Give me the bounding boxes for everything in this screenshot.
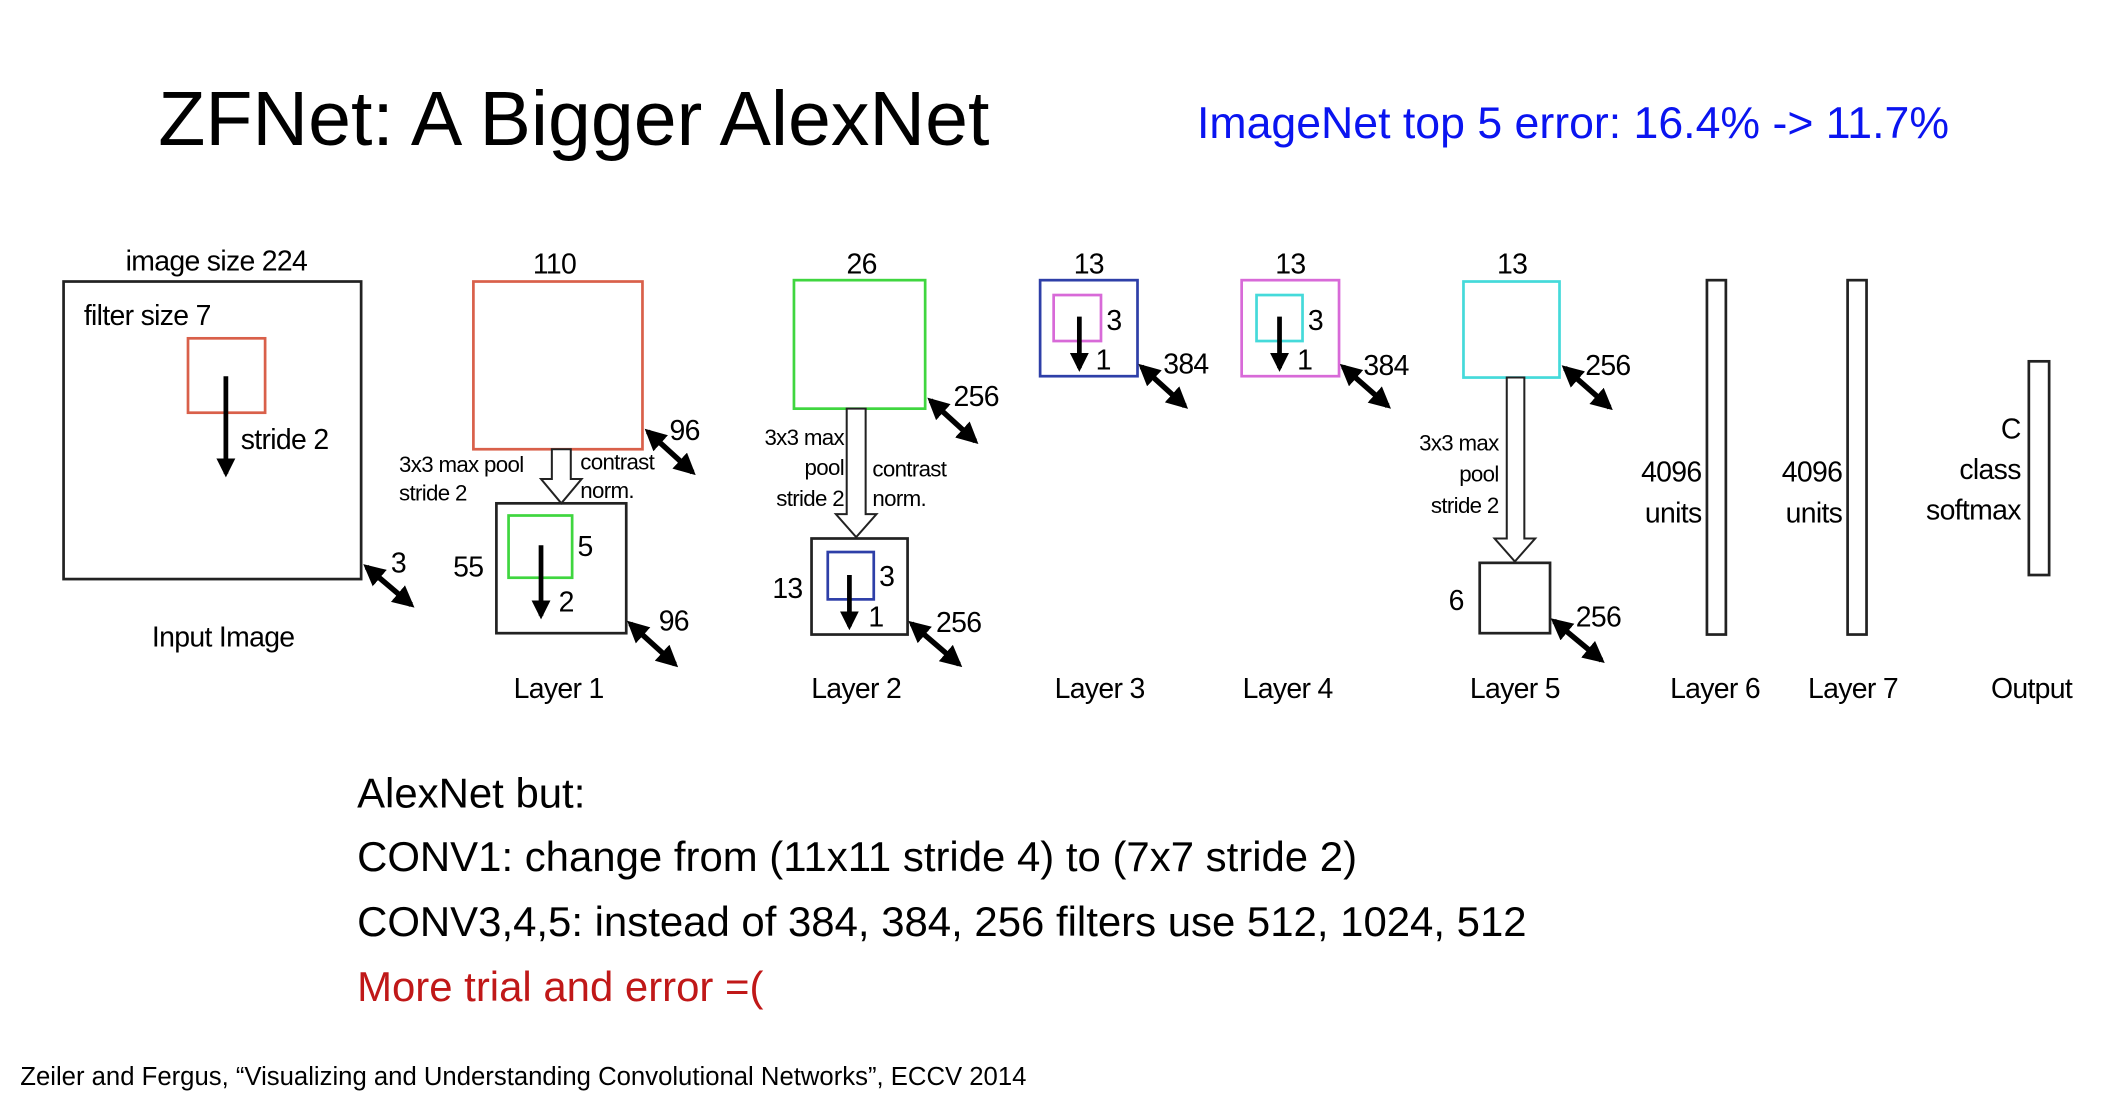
- layer3-label: Layer 3: [1055, 673, 1145, 705]
- error-stat: ImageNet top 5 error: 16.4% -> 11.7%: [1197, 99, 1949, 148]
- layer6-block: 4096 units Layer 6: [1641, 278, 1761, 705]
- output-softmax-label: softmax: [1926, 495, 2021, 527]
- input-volume: [62, 280, 363, 581]
- layer4-block: 13 3 1 384 Layer 4: [1240, 248, 1409, 705]
- layer1-block: 110 3x3 max pool stride 2 contrast norm.…: [399, 248, 700, 705]
- depth-arrow-icon: [644, 428, 696, 476]
- pool-label: pool: [1459, 462, 1498, 487]
- layer7-fc-bar: [1846, 278, 1868, 636]
- layer6-units: 4096: [1641, 457, 1701, 489]
- layer3-depth: 384: [1163, 348, 1208, 380]
- pool-arrow-icon: [1492, 376, 1538, 564]
- pooled-size: 6: [1449, 585, 1464, 617]
- pool-arrow-icon: [833, 407, 879, 539]
- output-bar: [2027, 359, 2051, 577]
- pool-label: 3x3 max pool: [399, 452, 524, 477]
- norm-label: contrast: [872, 456, 947, 481]
- stride-value: 1: [868, 601, 883, 633]
- layer4-volume: [1240, 278, 1341, 378]
- depth-arrow-icon: [1339, 363, 1391, 409]
- layer7-units: 4096: [1782, 457, 1842, 489]
- filter-size: 3: [879, 561, 894, 593]
- layer6-units-label: units: [1645, 497, 1702, 529]
- layer7-units-label: units: [1786, 497, 1843, 529]
- bullet-line: CONV1: change from (11x11 stride 4) to (…: [357, 833, 1357, 880]
- depth-arrow-icon: [363, 564, 415, 608]
- layer2-label: Layer 2: [811, 673, 901, 705]
- stride-label: stride 2: [241, 424, 329, 456]
- bullet-line: AlexNet but:: [357, 770, 585, 817]
- pool-label: stride 2: [399, 481, 467, 506]
- pooled-depth: 256: [1576, 601, 1621, 633]
- pool-label: stride 2: [1431, 493, 1499, 518]
- layer2-volume: [792, 278, 927, 411]
- pool-label: 3x3 max: [764, 425, 844, 450]
- pool-label: pool: [805, 455, 844, 480]
- depth-arrow-icon: [1138, 363, 1189, 409]
- stride-value: 1: [1096, 344, 1111, 376]
- depth-arrow-icon: [1561, 365, 1613, 411]
- input-image-block: image size 224 filter size 7 stride 2 3 …: [62, 246, 415, 654]
- layer3-size: 13: [1074, 248, 1104, 280]
- layer7-label: Layer 7: [1808, 673, 1898, 705]
- filter-size: 3: [1106, 305, 1121, 337]
- layer5-block: 13 256 3x3 max pool stride 2 6 256 Layer…: [1419, 248, 1631, 705]
- layer5-size: 13: [1497, 248, 1527, 280]
- depth-arrow-icon: [927, 397, 979, 445]
- layer1-size: 110: [533, 248, 576, 280]
- layer2-pooled-volume: [810, 537, 909, 636]
- stride-value: 1: [1297, 344, 1312, 376]
- pooled-depth: 96: [659, 605, 689, 637]
- layer3-volume: [1038, 278, 1139, 378]
- output-label: Output: [1991, 673, 2073, 705]
- filter-size: 3: [1308, 305, 1323, 337]
- filter-size: 5: [578, 531, 593, 563]
- layer4-size: 13: [1275, 248, 1305, 280]
- layer6-fc-bar: [1705, 278, 1728, 636]
- input-image-label: Input Image: [152, 622, 295, 654]
- layer5-label: Layer 5: [1470, 673, 1560, 705]
- layer5-pooled-volume: [1478, 561, 1552, 635]
- layer4-label: Layer 4: [1243, 673, 1333, 705]
- bullet-line: CONV3,4,5: instead of 384, 384, 256 filt…: [357, 898, 1527, 945]
- pool-label: 3x3 max: [1419, 431, 1499, 456]
- layer4-depth: 384: [1363, 350, 1408, 382]
- depth-arrow-icon: [627, 620, 679, 668]
- stride-value: 2: [559, 587, 574, 619]
- output-classes: C: [2001, 413, 2021, 445]
- citation: Zeiler and Fergus, “Visualizing and Unde…: [20, 1063, 1026, 1091]
- bullet-line-warning: More trial and error =(: [357, 963, 763, 1010]
- layer7-block: 4096 units Layer 7: [1782, 278, 1899, 705]
- pooled-depth: 256: [936, 607, 981, 639]
- pooled-size: 55: [453, 551, 483, 583]
- pool-arrow-icon: [538, 448, 584, 505]
- layer2-size: 26: [846, 248, 876, 280]
- pool-label: stride 2: [776, 486, 844, 511]
- depth-arrow-icon: [1550, 618, 1605, 663]
- norm-label: norm.: [872, 486, 926, 511]
- layer1-volume: [472, 280, 644, 451]
- output-block: C class softmax Output: [1926, 359, 2074, 705]
- layer6-label: Layer 6: [1670, 673, 1760, 705]
- layer5-volume: [1462, 280, 1561, 379]
- pooled-size: 13: [772, 573, 802, 605]
- input-size-label: image size 224: [126, 246, 308, 278]
- filter-size-label: filter size 7: [84, 300, 211, 332]
- norm-label: norm.: [580, 478, 634, 503]
- layer2-block: 26 3x3 max pool stride 2 contrast norm. …: [764, 248, 999, 705]
- norm-label: contrast: [580, 450, 655, 475]
- output-class-label: class: [1959, 454, 2021, 486]
- input-depth: 3: [391, 547, 406, 579]
- layer5-depth: 256: [1585, 350, 1630, 382]
- layer1-pooled-volume: [495, 501, 628, 635]
- depth-arrow-icon: [908, 620, 963, 668]
- layer1-label: Layer 1: [514, 673, 604, 705]
- slide-title: ZFNet: A Bigger AlexNet: [158, 76, 989, 162]
- layer1-depth: 96: [670, 415, 700, 447]
- layer2-depth: 256: [954, 381, 999, 413]
- layer3-block: 13 3 1 384 Layer 3: [1038, 248, 1209, 705]
